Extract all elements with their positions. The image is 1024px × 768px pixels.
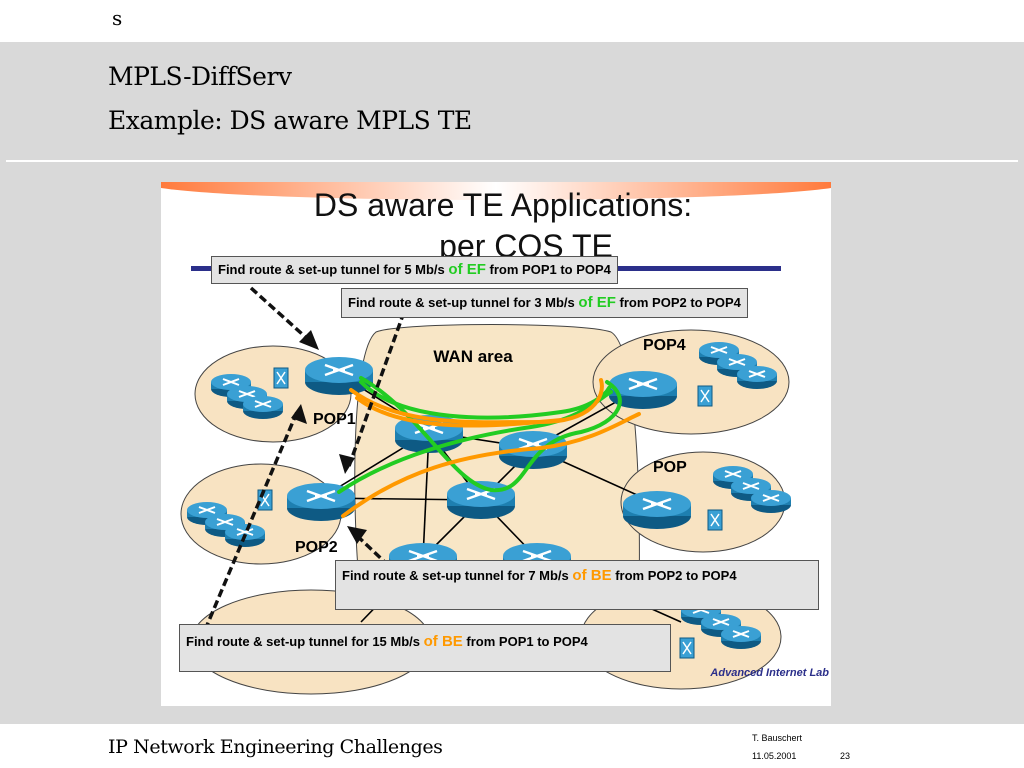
callout-be-pop1-text: Find route & set-up tunnel for 15 Mb/s (186, 634, 420, 649)
be-tunnels (341, 378, 641, 518)
callout-ef-pop1-class: of EF (448, 261, 486, 278)
callout-ef-pop2-text: Find route & set-up tunnel for 3 Mb/s (348, 295, 575, 310)
title-rule (6, 160, 1018, 162)
arrow-head-3 (347, 526, 367, 544)
callout-ef-pop1: Find route & set-up tunnel for 5 Mb/s of… (211, 256, 618, 284)
callout-be-pop1-route: from POP1 to POP4 (466, 634, 588, 649)
footer-author: T. Bauschert (752, 733, 803, 743)
slide-subtitle: Example: DS aware MPLS TE (108, 106, 472, 135)
arrow-head-2 (339, 454, 355, 474)
diagram-heading: DS aware TE Applications: (314, 187, 692, 223)
callout-be-pop2-text: Find route & set-up tunnel for 7 Mb/s (342, 568, 569, 583)
callout-ef-pop1-text: Find route & set-up tunnel for 5 Mb/s (218, 262, 445, 277)
wan-label: WAN area (433, 347, 513, 366)
arrow-head-1 (299, 330, 319, 350)
callout-be-pop1-class: of BE (423, 633, 463, 650)
callout-ef-pop2-class: of EF (578, 294, 616, 311)
callout-ef-pop2: Find route & set-up tunnel for 3 Mb/s of… (341, 288, 748, 318)
pop4-label: POP4 (643, 337, 686, 354)
slide-title: MPLS-DiffServ (108, 62, 292, 91)
pop1-router-icon (303, 355, 375, 397)
lab-footer-text: Advanced Internet Lab (709, 667, 829, 679)
te-diagram: DS aware TE Applications: per COS TE WAN… (161, 182, 831, 706)
pop1-label: POP1 (313, 411, 356, 428)
callout-ef-pop2-route: from POP2 to POP4 (619, 295, 741, 310)
arrow-head-4 (291, 404, 307, 424)
callout-be-pop2: Find route & set-up tunnel for 7 Mb/s of… (335, 560, 819, 610)
header-mark: s (112, 6, 123, 30)
pop-other-label: POP (653, 459, 687, 476)
footer-title: IP Network Engineering Challenges (108, 736, 443, 758)
footer-date: 11.05.2001 (752, 751, 797, 761)
wan-area (354, 324, 640, 603)
callout-be-pop2-route: from POP2 to POP4 (615, 568, 737, 583)
footer-page-number: 23 (840, 751, 851, 761)
callout-ef-pop1-route: from POP1 to POP4 (489, 262, 611, 277)
heading-swoosh (161, 182, 831, 200)
callout-be-pop2-class: of BE (572, 567, 612, 584)
callout-be-pop1: Find route & set-up tunnel for 15 Mb/s o… (179, 624, 671, 672)
pop-other-router-icon (621, 489, 693, 531)
pop2-label: POP2 (295, 539, 338, 556)
